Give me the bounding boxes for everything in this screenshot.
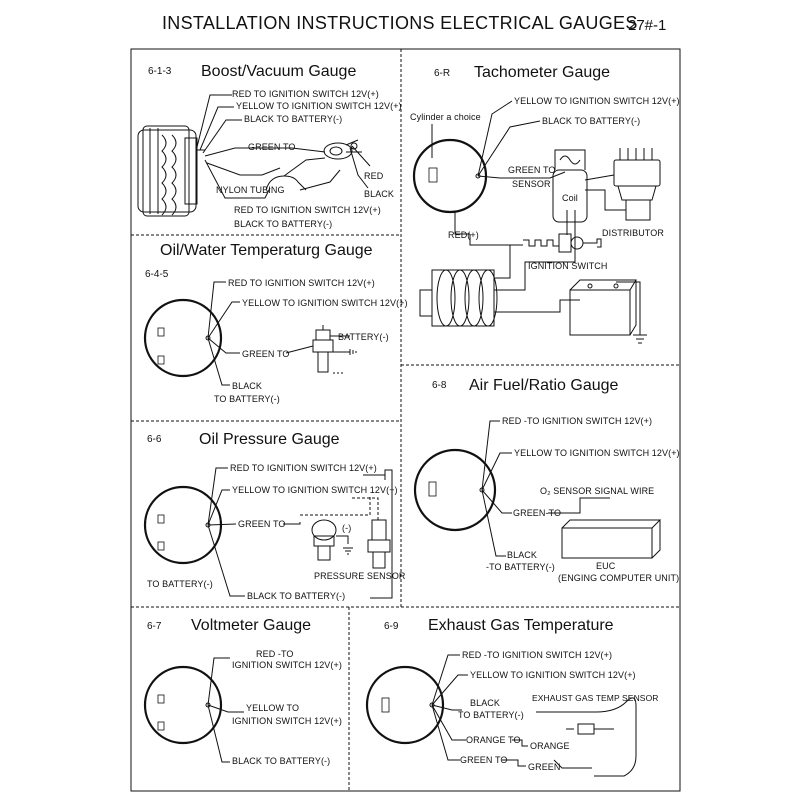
oilpress-green-label: GREEN TO xyxy=(238,519,286,529)
oilwater-red-label: RED TO IGNITION SWITCH 12V(+) xyxy=(228,278,375,288)
egt-yellow-label: YELLOW TO IGNITION SWITCH 12V(+) xyxy=(470,670,636,680)
battery xyxy=(569,279,637,336)
ignition-coil xyxy=(552,149,588,235)
volt-red2-label: IGNITION SWITCH 12V(+) xyxy=(232,660,342,670)
egt-red-label: RED -TO IGNITION SWITCH 12V(+) xyxy=(462,650,613,660)
boost-number: 6-1-3 xyxy=(148,66,172,77)
oilpress-number: 6-6 xyxy=(147,434,162,445)
ground-symbol xyxy=(633,334,647,344)
volt-yellow2-label: IGNITION SWITCH 12V(+) xyxy=(232,716,342,726)
egt-orange-label: ORANGE xyxy=(530,741,570,751)
pressure-sender xyxy=(311,519,353,561)
tach-cylinder-label: Cylinder a choice xyxy=(410,112,481,122)
tach-sensor-label: SENSOR xyxy=(512,179,551,189)
pressure-sensor-2 xyxy=(367,519,391,569)
afr-gauge-face xyxy=(413,448,497,532)
boost-black-right-label: BLACK xyxy=(364,189,395,199)
volt-red-label: RED -TO xyxy=(256,649,294,659)
boost-yellow-top-label: YELLOW TO IGNITION SWITCH 12V(+) xyxy=(236,101,402,111)
egt-green-label: GREEN xyxy=(528,762,561,772)
volt-yellow-label: YELLOW TO xyxy=(246,703,300,713)
egt-sensor-label: EXHAUST GAS TEMP SENSOR xyxy=(532,693,659,703)
oilpress-minus-label: (-) xyxy=(342,523,352,533)
boost-black-bottom-label: BLACK TO BATTERY(-) xyxy=(234,219,333,229)
boost-title: Boost/Vacuum Gauge xyxy=(201,63,357,80)
volt-gauge-face xyxy=(143,665,223,745)
egt-to-battery-label: TO BATTERY(-) xyxy=(458,710,524,720)
distributor xyxy=(584,148,661,221)
tach-number: 6-R xyxy=(434,68,451,79)
outer-frame xyxy=(130,48,681,792)
afr-yellow-label: YELLOW TO IGNITION SWITCH 12V(+) xyxy=(514,448,680,458)
oilwater-number: 6-4-5 xyxy=(145,269,169,280)
volt-black-label: BLACK TO BATTERY(-) xyxy=(232,756,331,766)
temp-sender xyxy=(312,325,357,374)
tach-yellow-label: YELLOW TO IGNITION SWITCH 12V(+) xyxy=(514,96,680,106)
volt-title: Voltmeter Gauge xyxy=(191,617,312,634)
afr-to-battery-label: -TO BATTERY(-) xyxy=(486,562,555,572)
page-title: INSTALLATION INSTRUCTIONS ELECTRICAL GAU… xyxy=(162,13,638,33)
tach-green-label: GREEN TO xyxy=(508,165,556,175)
egt-orange-to-label: ORANGE TO xyxy=(466,735,521,745)
oilpress-pressure-sensor-label: PRESSURE SENSOR xyxy=(314,571,406,581)
egt-title: Exhaust Gas Temperature xyxy=(428,617,614,634)
tach-title: Tachometer Gauge xyxy=(474,64,611,81)
tach-ignition-label: IGNITION SWITCH xyxy=(528,261,608,271)
egt-black-label: BLACK xyxy=(470,698,501,708)
afr-number: 6-8 xyxy=(432,380,447,391)
ignition-switch xyxy=(523,233,602,253)
egt-sensor xyxy=(536,697,637,777)
oilpress-red-label: RED TO IGNITION SWITCH 12V(+) xyxy=(230,463,377,473)
tach-coil-label: Coil xyxy=(562,193,578,203)
egt-number: 6-9 xyxy=(384,621,399,632)
volt-number: 6-7 xyxy=(147,621,162,632)
boost-black-top-label: BLACK TO BATTERY(-) xyxy=(244,114,343,124)
tach-black-label: BLACK TO BATTERY(-) xyxy=(542,116,641,126)
boost-nylon-label: NYLON TUBING xyxy=(216,185,285,195)
afr-title: Air Fuel/Ratio Gauge xyxy=(469,377,619,394)
boost-green-label: GREEN TO xyxy=(248,142,296,152)
oilpress-title: Oil Pressure Gauge xyxy=(199,431,340,448)
oilwater-gauge-face xyxy=(143,298,223,378)
wire-bundle xyxy=(431,269,498,327)
oilpress-yellow-label: YELLOW TO IGNITION SWITCH 12V(+) xyxy=(232,485,398,495)
afr-euc-label: EUC xyxy=(596,561,616,571)
afr-green-label: GREEN-TO xyxy=(513,508,562,518)
boost-sender xyxy=(323,139,371,189)
tach-distributor-label: DISTRIBUTOR xyxy=(602,228,664,238)
tach-red-plus-label: RED(+) xyxy=(448,230,479,240)
egt-green-to-label: GREEN TO xyxy=(460,755,508,765)
euc-box xyxy=(561,519,662,559)
oilwater-yellow-label: YELLOW TO IGNITION SWITCH 12V(+) xyxy=(242,298,408,308)
oilwater-green-label: GREEN TO xyxy=(242,349,290,359)
page-code: 27#-1 xyxy=(628,17,667,34)
oilwater-to-battery-label: TO BATTERY(-) xyxy=(214,394,280,404)
oilwater-black-label: BLACK xyxy=(232,381,263,391)
egt-gauge-face xyxy=(365,665,445,745)
oilpress-to-battery-label: TO BATTERY(-) xyxy=(147,579,213,589)
boost-red-top-label: RED TO IGNITION SWITCH 12V(+) xyxy=(232,89,379,99)
oilpress-black-label: BLACK TO BATTERY(-) xyxy=(247,591,346,601)
afr-black-label: BLACK xyxy=(507,550,538,560)
afr-o2-label: O₂ SENSOR SIGNAL WIRE xyxy=(540,486,655,496)
boost-gauge-side-view xyxy=(137,125,205,217)
afr-red-label: RED -TO IGNITION SWITCH 12V(+) xyxy=(502,416,653,426)
boost-red-right-label: RED xyxy=(364,171,384,181)
afr-euc-full-label: (ENGING COMPUTER UNIT) xyxy=(558,573,680,583)
tach-gauge-face xyxy=(412,138,488,214)
oilwater-battery-label: BATTERY(-) xyxy=(338,332,389,342)
oilwater-title: Oil/Water Temperaturg Gauge xyxy=(160,242,373,259)
boost-red-bottom-label: RED TO IGNITION SWITCH 12V(+) xyxy=(234,205,381,215)
